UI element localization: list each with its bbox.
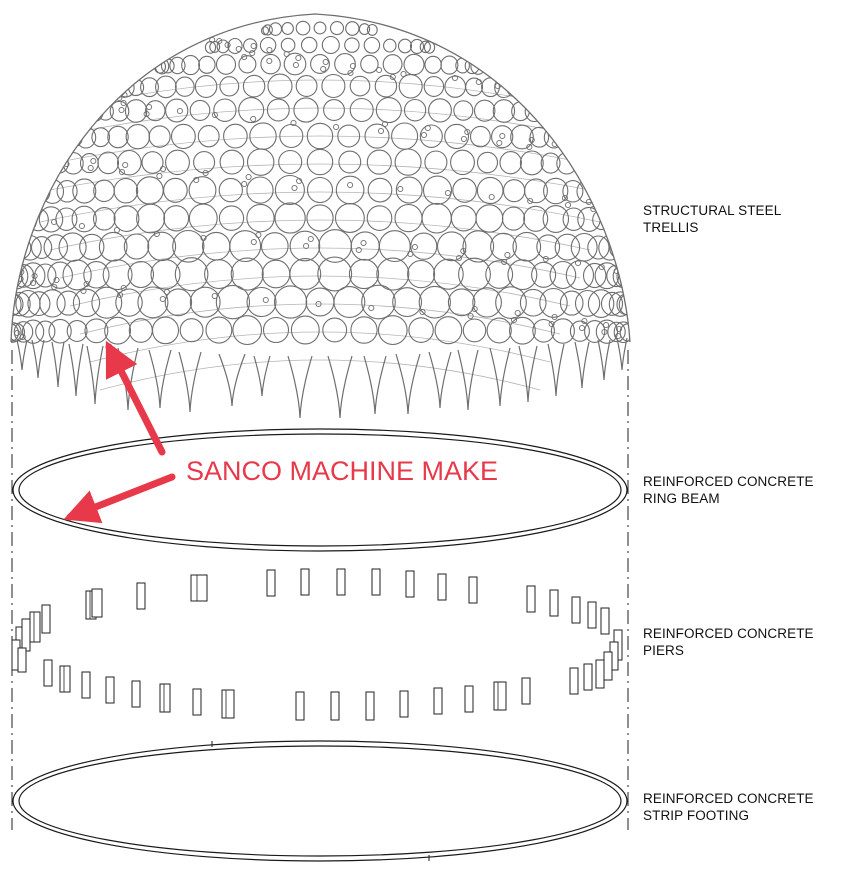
label-ring-beam: REINFORCED CONCRETE RING BEAM [643, 473, 858, 507]
label-trellis-line-1: STRUCTURAL STEEL [643, 203, 782, 218]
callout-label: SANCO MACHINE MAKE [186, 456, 499, 486]
strip-footing-graphic [12, 740, 628, 862]
label-piers: REINFORCED CONCRETE PIERS [643, 625, 858, 659]
label-strip-footing-line-1: REINFORCED CONCRETE [643, 791, 814, 806]
label-structural-steel-trellis: STRUCTURAL STEEL TRELLIS [643, 202, 858, 236]
structural-steel-trellis-dome [10, 13, 631, 419]
label-ring-beam-line-2: RING BEAM [643, 491, 720, 506]
label-strip-footing-line-2: STRIP FOOTING [643, 808, 750, 823]
callout-arrows [63, 340, 176, 524]
label-strip-footing: REINFORCED CONCRETE STRIP FOOTING [643, 790, 858, 824]
callout-arrow-lower [63, 473, 176, 524]
ring-beam-graphic [12, 428, 628, 552]
label-ring-beam-line-1: REINFORCED CONCRETE [643, 474, 814, 489]
label-piers-line-2: PIERS [643, 643, 685, 658]
label-piers-line-1: REINFORCED CONCRETE [643, 626, 814, 641]
label-trellis-line-2: TRELLIS [643, 220, 699, 235]
callout-arrow-upper [105, 340, 166, 456]
piers-graphic [11, 568, 623, 721]
